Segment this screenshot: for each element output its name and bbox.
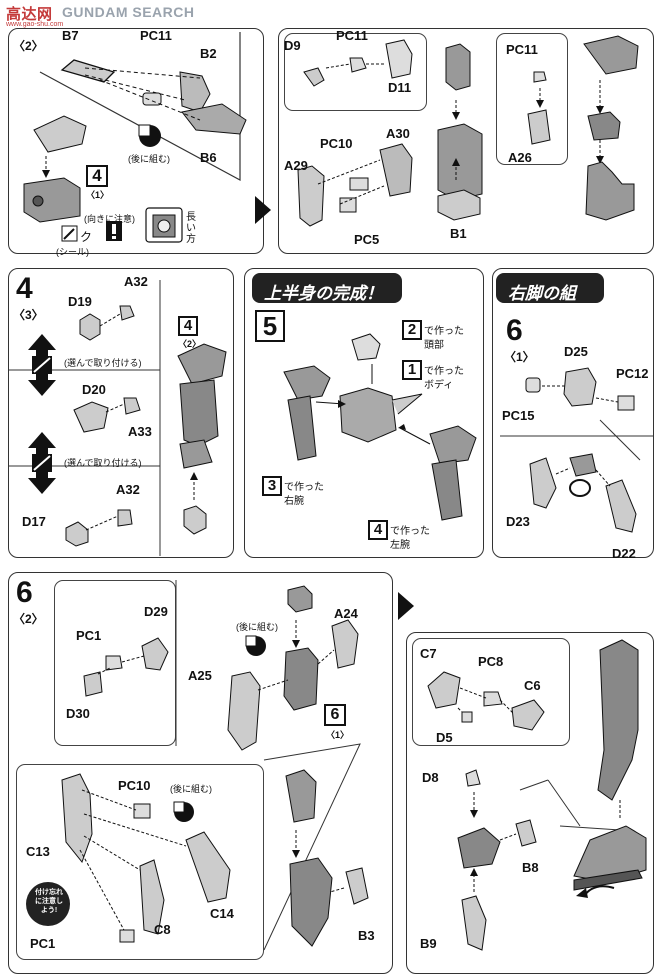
label-d5: D5 bbox=[436, 730, 453, 745]
step5-ref-4: 4 bbox=[368, 520, 388, 540]
label-d20: D20 bbox=[82, 382, 106, 397]
ref-step-6: 6 bbox=[324, 704, 346, 726]
step5-ref-2-text: で作った bbox=[424, 326, 464, 337]
part-pc11 bbox=[142, 92, 162, 106]
label-d29: D29 bbox=[144, 604, 168, 619]
watermark-url: www.gao-shu.com bbox=[6, 21, 64, 28]
step5-num: 5 bbox=[255, 310, 285, 342]
seal-label: (シール) bbox=[56, 247, 89, 257]
label-pc1a: PC1 bbox=[76, 628, 102, 643]
label-d11: D11 bbox=[388, 80, 412, 95]
step5-ref-3-text: で作った bbox=[284, 482, 324, 493]
label-a24: A24 bbox=[334, 606, 358, 621]
label-d23: D23 bbox=[506, 514, 530, 529]
step5-ref-3-sub: 右腕 bbox=[284, 496, 304, 507]
label-a29: A29 bbox=[284, 158, 308, 173]
step5-ref-2-sub: 頭部 bbox=[424, 340, 444, 351]
part-b7 bbox=[60, 59, 116, 83]
step5-banner: 上半身の完成！ bbox=[252, 273, 402, 303]
note-back-later-6a: (後に組む) bbox=[236, 622, 278, 632]
step4-3-num: 4 bbox=[16, 272, 33, 305]
note-forget: 付け忘れに注意しよう! bbox=[35, 889, 63, 914]
label-pc12: PC12 bbox=[616, 366, 649, 381]
step4-2-sub: 〈2〉 bbox=[13, 39, 44, 53]
label-a32a: A32 bbox=[124, 274, 148, 289]
part-b6 bbox=[181, 103, 247, 135]
label-pc5: PC5 bbox=[354, 232, 380, 247]
flow-arrow-2 bbox=[398, 592, 414, 620]
watermark-brand: GUNDAM SEARCH bbox=[62, 4, 195, 20]
label-d19: D19 bbox=[68, 294, 92, 309]
ref-step-4-2: 4 bbox=[178, 316, 198, 336]
label-d30: D30 bbox=[66, 706, 90, 721]
label-pc11b: PC11 bbox=[506, 42, 538, 57]
label-b2: B2 bbox=[200, 46, 217, 61]
step5-ref-1-sub: ボディ bbox=[424, 380, 454, 391]
note-choose-2: (選んで取り付ける) bbox=[64, 458, 142, 468]
ref-step-4-sub: 〈1〉 bbox=[86, 190, 110, 200]
label-d8: D8 bbox=[422, 770, 439, 785]
step6-1-banner: 右脚の組立 bbox=[496, 273, 604, 328]
watermark-logo: 高达网 bbox=[6, 6, 53, 23]
step5-ref-2: 2 bbox=[402, 320, 422, 340]
step5-ref-4-sub: 左腕 bbox=[390, 540, 410, 551]
label-pc10-6: PC10 bbox=[118, 778, 151, 793]
note-orientation: (向きに注意) bbox=[84, 214, 135, 224]
label-b1: B1 bbox=[450, 226, 467, 241]
label-d25: D25 bbox=[564, 344, 588, 359]
ref-step-4-2-sub: 〈2〉 bbox=[178, 339, 202, 349]
label-b3: B3 bbox=[358, 928, 375, 943]
label-a25: A25 bbox=[188, 668, 212, 683]
label-a30: A30 bbox=[386, 126, 410, 141]
label-pc10: PC10 bbox=[320, 136, 353, 151]
step6-2-num: 6 bbox=[16, 576, 33, 609]
step5-ref-4-text: で作った bbox=[390, 526, 430, 537]
step5-ref-3: 3 bbox=[262, 476, 282, 496]
flow-arrow-1 bbox=[255, 196, 271, 224]
label-c13: C13 bbox=[26, 844, 50, 859]
step6-2-sub: 〈2〉 bbox=[13, 612, 44, 626]
label-c7: C7 bbox=[420, 646, 437, 661]
label-d22: D22 bbox=[612, 546, 636, 561]
seal-ku: ク bbox=[80, 230, 93, 244]
label-b6: B6 bbox=[200, 150, 217, 165]
label-b7: B7 bbox=[62, 28, 79, 43]
label-pc11a: PC11 bbox=[336, 28, 368, 43]
ref-step-4: 4 bbox=[86, 165, 108, 187]
label-c8: C8 bbox=[154, 922, 171, 937]
step5-ref-1-text: で作った bbox=[424, 366, 464, 377]
label-pc8: PC8 bbox=[478, 654, 504, 669]
step5-ref-1: 1 bbox=[402, 360, 422, 380]
label-pc1b: PC1 bbox=[30, 936, 56, 951]
label-a32b: A32 bbox=[116, 482, 140, 497]
label-c14: C14 bbox=[210, 906, 234, 921]
label-pc15: PC15 bbox=[502, 408, 535, 423]
label-d9: D9 bbox=[284, 38, 301, 53]
note-back-later-6b: (後に組む) bbox=[170, 784, 212, 794]
note-back-later: (後に組む) bbox=[128, 154, 170, 164]
note-long-side: 長い方 bbox=[186, 212, 196, 245]
step6-1-sub: 〈1〉 bbox=[504, 350, 535, 364]
step6-1-num: 6 bbox=[506, 314, 523, 347]
label-d17: D17 bbox=[22, 514, 46, 529]
ref-step-6-sub: 〈1〉 bbox=[326, 730, 350, 740]
label-a33: A33 bbox=[128, 424, 152, 439]
step4-3-sub: 〈3〉 bbox=[13, 308, 44, 322]
note-choose-1: (選んで取り付ける) bbox=[64, 358, 142, 368]
label-c6: C6 bbox=[524, 678, 541, 693]
label-b8: B8 bbox=[522, 860, 539, 875]
part-b2 bbox=[179, 71, 211, 113]
label-b9: B9 bbox=[420, 936, 437, 951]
label-a26: A26 bbox=[508, 150, 532, 165]
label-pc11: PC11 bbox=[140, 28, 172, 43]
